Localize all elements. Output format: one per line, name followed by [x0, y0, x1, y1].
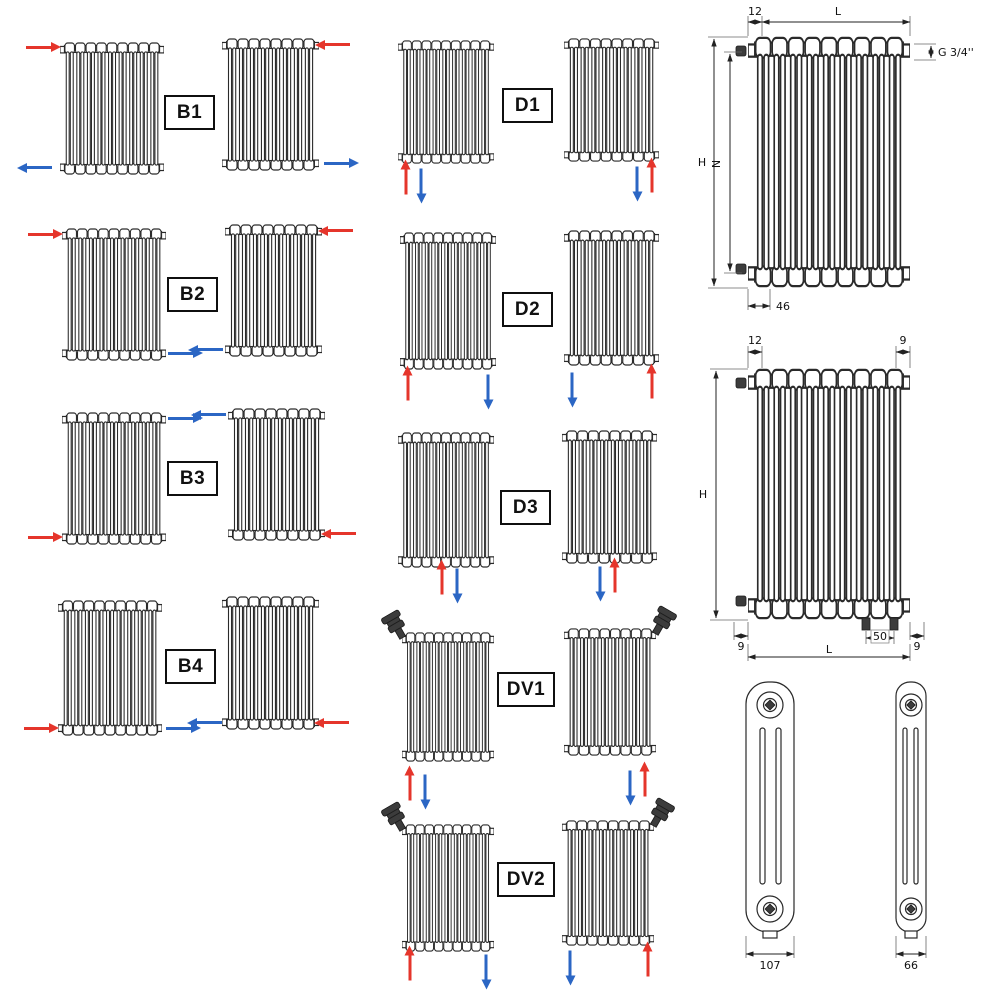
supply-arrow	[324, 43, 350, 46]
dim-label-center-distance: N	[710, 160, 723, 168]
return-arrow	[26, 166, 52, 169]
scheme-label-b4: B4	[165, 649, 216, 684]
scheme-label-d1: D1	[502, 88, 553, 123]
dim-label-depth-large: 107	[760, 959, 781, 972]
supply-arrow	[28, 532, 63, 542]
supply-arrow	[408, 954, 412, 981]
scheme-label-dv1: DV1	[497, 672, 555, 707]
scheme-label-b3: B3	[167, 461, 218, 496]
return-arrow	[168, 348, 203, 358]
dim-label-bottom-right: 9	[914, 640, 921, 653]
dim-label-height: H	[699, 488, 707, 501]
return-arrow	[568, 950, 572, 977]
supply-arrow	[26, 42, 61, 52]
radiator-b4-left	[58, 600, 162, 736]
return-arrow	[200, 413, 226, 416]
supply-arrow	[643, 770, 647, 797]
dim-label-foot: 46	[776, 300, 790, 313]
supply-arrow	[330, 532, 356, 535]
radiator-b2-right	[225, 224, 322, 357]
dim-label-offset: 12	[748, 334, 762, 347]
radiator-b1-left	[60, 42, 164, 175]
radiator-d1-right	[564, 38, 659, 162]
supply-arrow	[408, 774, 412, 801]
radiator-b4-right	[222, 596, 319, 730]
radiator-b3-left	[62, 412, 166, 545]
return-arrow	[166, 723, 201, 733]
supply-arrow	[646, 950, 650, 977]
radiator-b1-right	[222, 38, 319, 171]
dim-label-length: L	[826, 643, 833, 656]
radiator-b3-right	[228, 408, 325, 541]
return-arrow	[570, 372, 574, 399]
supply-arrow	[406, 374, 410, 401]
radiator-b2-left	[62, 228, 166, 361]
radiator-d2-left	[400, 232, 496, 370]
scheme-label-b2: B2	[167, 277, 218, 312]
return-arrow	[628, 770, 632, 797]
return-arrow	[419, 168, 423, 195]
radiator-d3-right	[562, 430, 657, 564]
return-arrow	[484, 954, 488, 981]
scheme-label-d3: D3	[500, 490, 551, 525]
scheme-label-d2: D2	[502, 292, 553, 327]
supply-arrow	[24, 723, 59, 733]
return-arrow	[635, 166, 639, 193]
return-arrow	[455, 568, 459, 595]
dim-label-height: H	[698, 156, 706, 169]
radiator-dv1-left	[402, 632, 494, 762]
supply-arrow	[323, 721, 349, 724]
supply-arrow	[327, 229, 353, 232]
return-arrow	[197, 348, 223, 351]
supply-arrow	[650, 372, 654, 399]
return-arrow	[486, 374, 490, 401]
radiator-dv2-right	[562, 820, 654, 946]
front-view-bottom-brackets: 12 9 H 9 50 9 L	[699, 334, 925, 661]
dim-label-top-right: 9	[900, 334, 907, 347]
radiator-d1-left	[398, 40, 494, 164]
radiator-d2-right	[564, 230, 659, 366]
dim-label-bracket-span: 50	[873, 630, 887, 643]
supply-arrow	[440, 568, 444, 595]
radiator-d3-left	[398, 432, 494, 568]
supply-arrow	[613, 566, 617, 593]
side-view-profiles: 107 66	[745, 681, 927, 972]
dim-label-bottom-left: 9	[738, 640, 745, 653]
return-arrow	[324, 158, 359, 168]
dim-label-depth-small: 66	[904, 959, 918, 972]
supply-arrow	[28, 229, 63, 239]
radiator-dv1-right	[564, 628, 656, 756]
return-arrow	[423, 774, 427, 801]
scheme-label-dv2: DV2	[497, 862, 555, 897]
return-arrow	[196, 721, 222, 724]
front-view-top-tappings: H N 12 L G 3/4'' 46	[698, 6, 974, 313]
supply-arrow	[404, 168, 408, 195]
dim-label-offset: 12	[748, 6, 762, 18]
scheme-label-b1: B1	[164, 95, 215, 130]
dim-label-length: L	[835, 6, 842, 18]
return-arrow	[598, 566, 602, 593]
radiator-dv2-left	[402, 824, 494, 952]
dim-label-thread: G 3/4''	[938, 46, 974, 59]
supply-arrow	[650, 166, 654, 193]
